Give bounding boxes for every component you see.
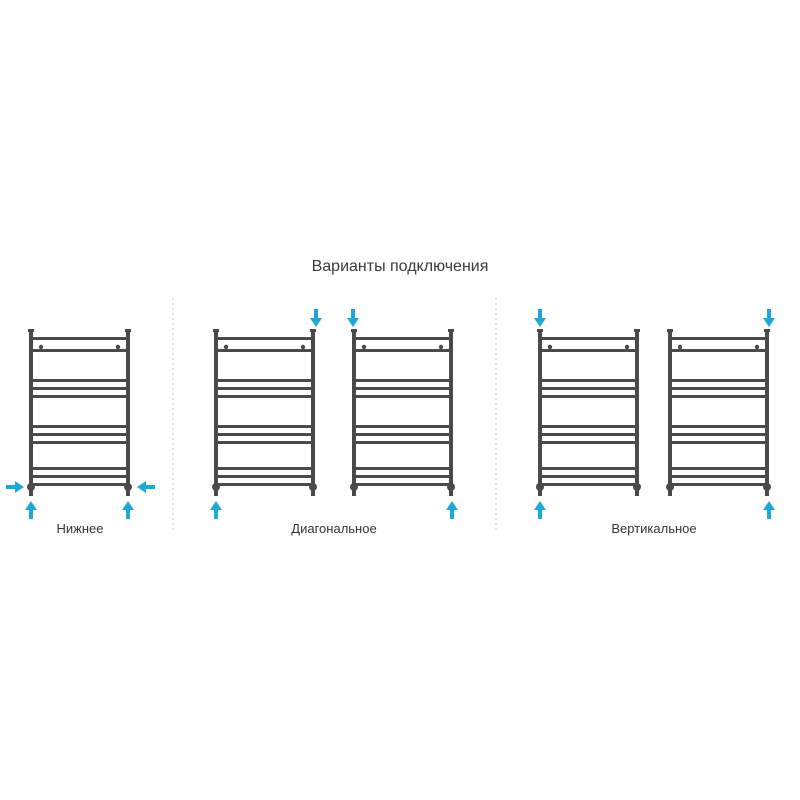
arrow-bottom-left-v-icon <box>534 501 546 519</box>
caption-vertical: Вертикальное <box>611 521 697 536</box>
radiator-diagonal-2 <box>350 329 455 496</box>
arrow-top-left-icon <box>347 309 359 327</box>
radiator-bottom <box>27 329 132 496</box>
arrow-up-right-icon <box>122 501 134 519</box>
arrow-inlet-left-icon <box>6 481 24 493</box>
section-title: Варианты подключения <box>311 258 489 275</box>
arrow-top-right-icon <box>310 309 322 327</box>
arrow-top-left-v-icon <box>534 309 546 327</box>
diagram-panel <box>0 238 800 560</box>
arrow-inlet-right-icon <box>137 481 155 493</box>
radiator-vertical-2 <box>666 329 771 496</box>
radiator-diagonal-1 <box>212 329 317 496</box>
caption-bottom: Нижнее <box>56 521 104 536</box>
arrow-bottom-right-v-icon <box>763 501 775 519</box>
arrow-up-left-icon <box>25 501 37 519</box>
caption-diagonal: Диагональное <box>291 521 377 536</box>
arrow-top-right-v-icon <box>763 309 775 327</box>
arrow-bottom-left-icon <box>210 501 222 519</box>
arrow-bottom-right-icon <box>446 501 458 519</box>
radiator-vertical-1 <box>536 329 641 496</box>
